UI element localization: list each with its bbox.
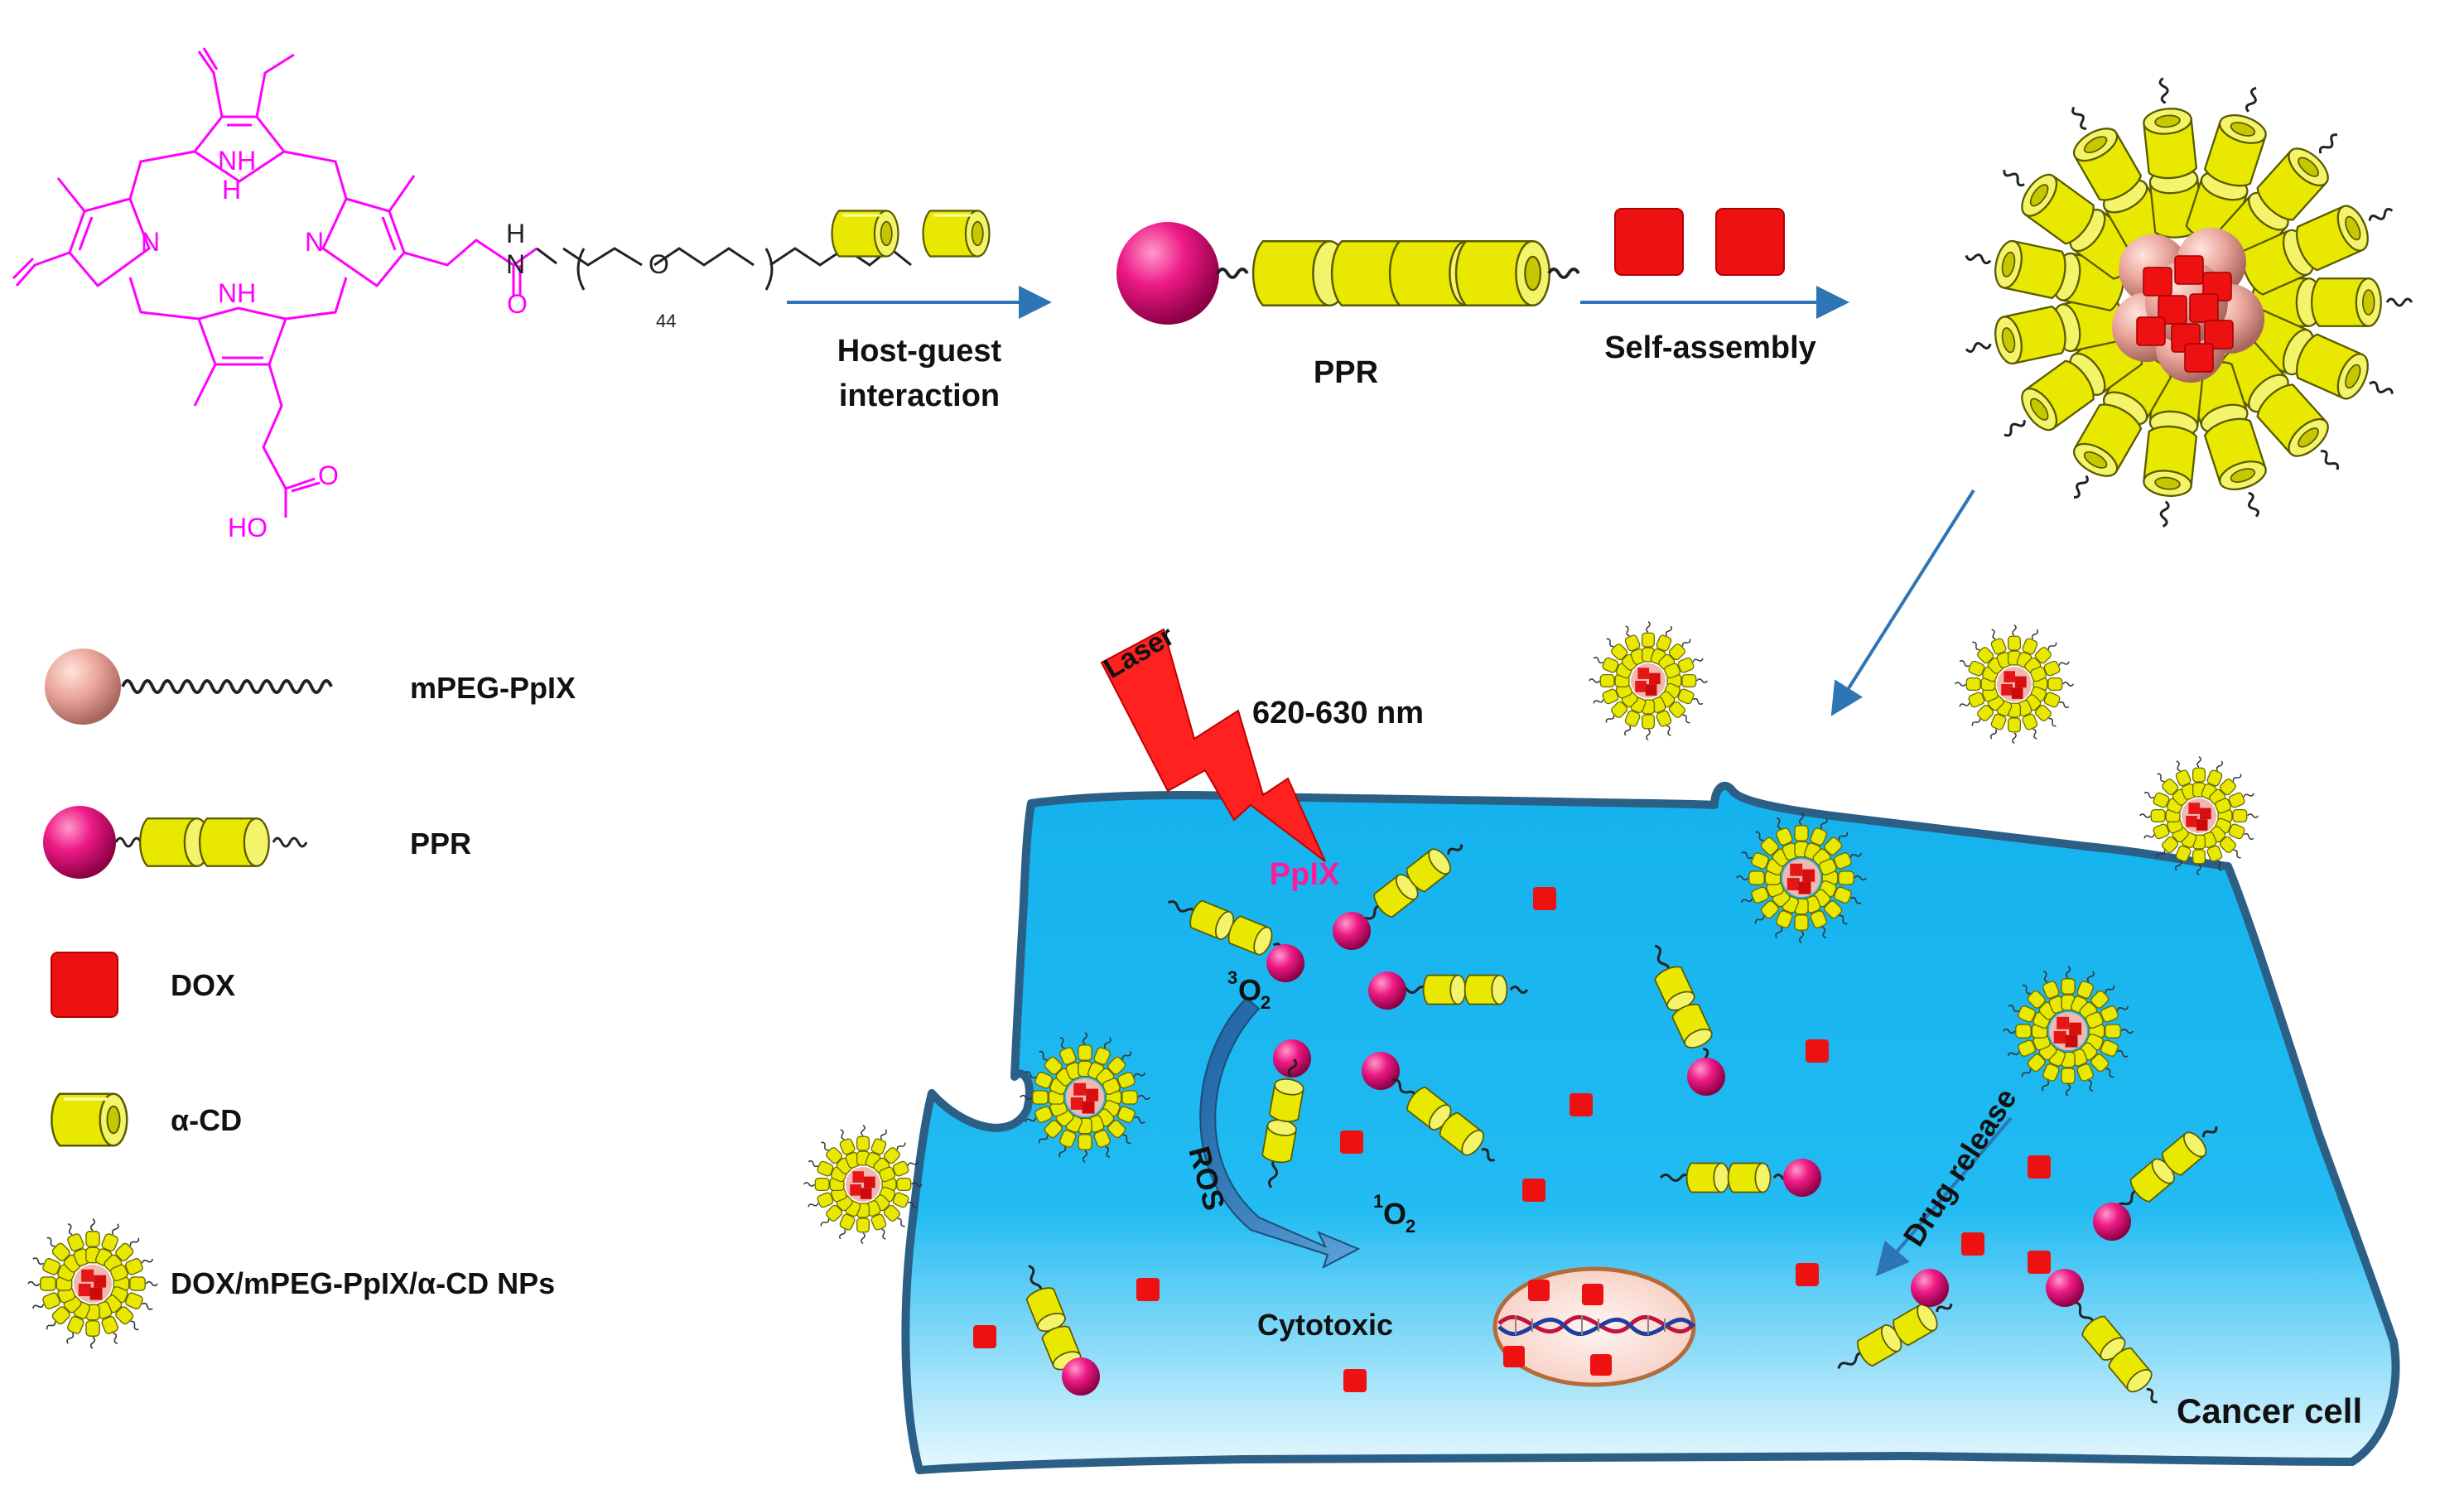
legend-label-nps: DOX/mPEG-PpIX/α-CD NPs [171, 1266, 555, 1300]
self-assembly-label: Self-assembly [1604, 330, 1816, 365]
chem-o-acid: O [318, 460, 339, 490]
mpeg-ppix-structure [12, 47, 912, 518]
chem-o-amide: O [507, 289, 528, 319]
ppix-label: PpIX [1270, 857, 1340, 892]
chem-nh-top: NH [218, 146, 256, 176]
singlet-o2-sup: 1 [1373, 1191, 1383, 1212]
legend-label-dox: DOX [171, 968, 235, 1002]
ppr-label-top: PPR [1314, 355, 1378, 390]
cd-pair-icon-top [830, 209, 991, 258]
free-dox-squares [973, 887, 2051, 1392]
ppr-molecules-in-cell [1014, 832, 2227, 1413]
legend-alpha-cd-icon [50, 1092, 129, 1148]
laser-bolt-icon [1100, 628, 1326, 862]
ros-curved-arrow [1199, 996, 1361, 1270]
legend-label-alpha-cd: α-CD [171, 1103, 242, 1137]
triplet-o2-sup: 3 [1227, 967, 1237, 988]
dox-squares-top [1614, 208, 1785, 276]
nucleus [1492, 1266, 1696, 1387]
wavelength-label: 620-630 nm [1252, 696, 1424, 730]
legend-label-ppr: PPR [410, 827, 471, 861]
legend-mpeg-ppix-icon [45, 648, 333, 725]
legend-label-mpeg-ppix: mPEG-PpIX [410, 671, 576, 705]
cytotoxic-label: Cytotoxic [1257, 1308, 1393, 1342]
chem-amide-n: N [506, 249, 525, 279]
legend-dox-icon [51, 952, 118, 1018]
legend-nanoparticle-icon [28, 1219, 157, 1348]
mpeg-ppix-structure-labels: NH H N N NH O O HO H N O 44 O O [141, 146, 859, 542]
triplet-o2-base: O [1238, 973, 1261, 1007]
host-guest-label-line1: Host-guest [837, 334, 1002, 369]
singlet-o2-sub: 2 [1406, 1216, 1415, 1237]
chem-n-right: N [305, 227, 324, 257]
chem-h-top: H [222, 175, 241, 205]
legend-ppr-icon [43, 806, 308, 879]
ppr-icon-top [1116, 222, 1580, 325]
singlet-o2-base: O [1383, 1197, 1406, 1231]
chem-nh-bottom: NH [218, 278, 256, 308]
host-guest-label-line2: interaction [839, 378, 1000, 413]
chem-ho: HO [228, 513, 268, 542]
arrow-to-cell [1830, 489, 1975, 716]
large-nanoparticle [1960, 74, 2413, 531]
legend: mPEG-PpIX PPR DOX α-CD DOX/mPEG-PpIX/α-C… [28, 648, 576, 1348]
drug-release-arrow [1875, 1116, 2013, 1277]
chem-peg-o: O [649, 249, 669, 279]
cancer-cell-label: Cancer cell [2177, 1391, 2362, 1430]
triplet-o2-sub: 2 [1261, 992, 1271, 1013]
chem-n-left: N [141, 227, 160, 257]
chem-peg-subscript: 44 [656, 311, 676, 331]
chem-amide-h: H [506, 219, 525, 248]
